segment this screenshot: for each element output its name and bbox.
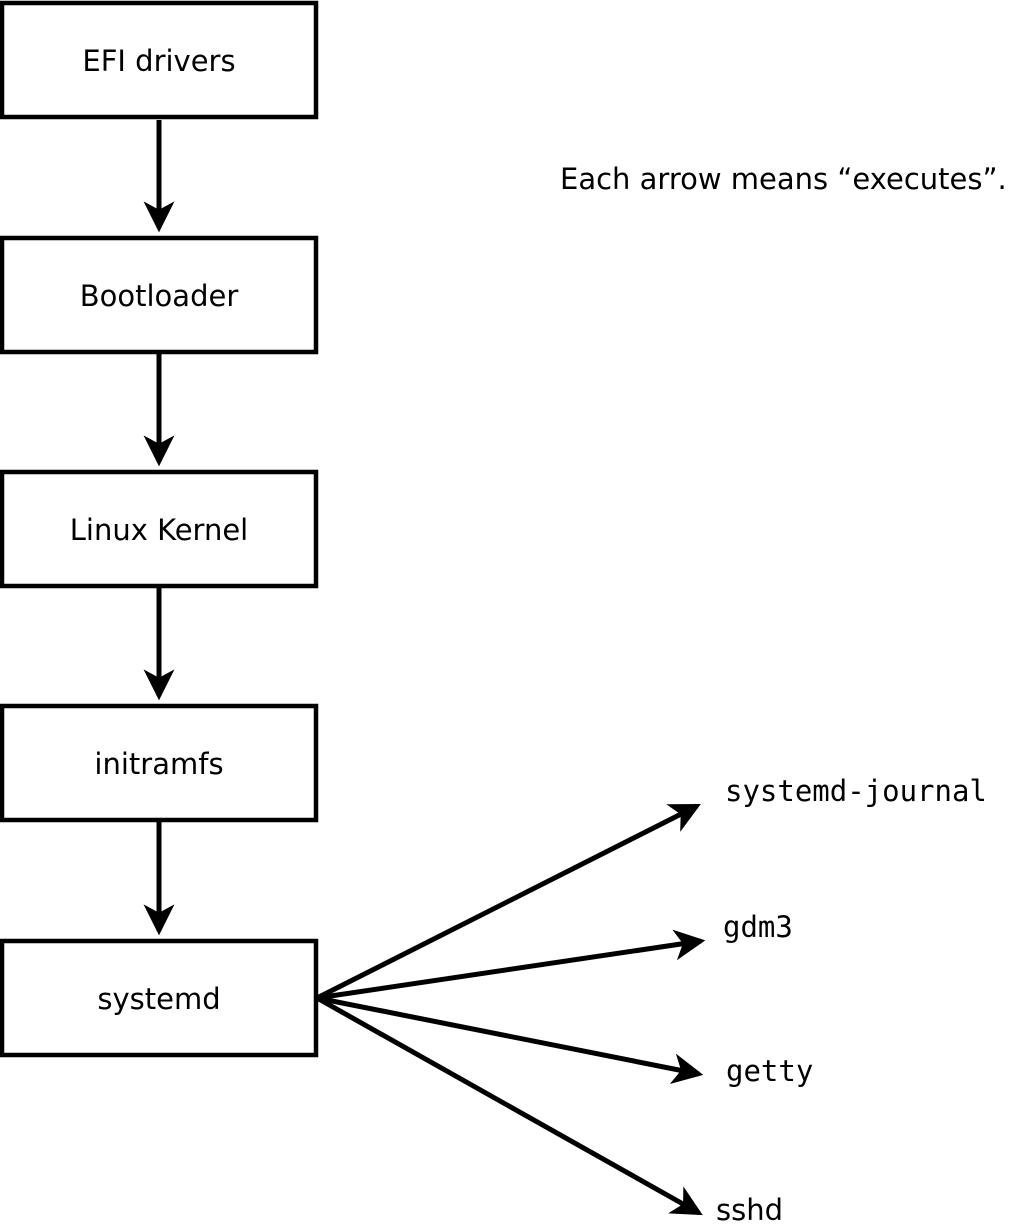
arrow-systemd-to-systemd-journal bbox=[315, 803, 701, 1001]
proc-label-systemd-journal: systemd-journal bbox=[725, 774, 987, 808]
node-systemd: systemd bbox=[0, 938, 319, 1058]
node-box-bootloader bbox=[0, 235, 319, 355]
node-efi-drivers: EFI drivers bbox=[0, 0, 319, 120]
node-label-initramfs: initramfs bbox=[94, 747, 223, 781]
node-box-linux-kernel bbox=[0, 469, 319, 589]
node-label-bootloader: Bootloader bbox=[80, 279, 239, 313]
caption-arrow-meaning: Each arrow means “executes”. bbox=[560, 162, 1007, 196]
node-initramfs: initramfs bbox=[0, 703, 319, 823]
proc-label-sshd: sshd bbox=[716, 1193, 783, 1227]
node-box-efi-drivers bbox=[0, 0, 319, 120]
node-box-systemd bbox=[0, 938, 319, 1058]
node-label-systemd: systemd bbox=[97, 982, 220, 1016]
proc-label-gdm3: gdm3 bbox=[723, 910, 793, 944]
arrow-systemd-to-getty bbox=[316, 995, 704, 1084]
node-box-initramfs bbox=[0, 703, 319, 823]
node-linux-kernel: Linux Kernel bbox=[0, 469, 319, 589]
node-label-efi-drivers: EFI drivers bbox=[82, 44, 235, 78]
arrow-systemd-to-sshd bbox=[315, 995, 703, 1216]
node-bootloader: Bootloader bbox=[0, 235, 319, 355]
arrow-systemd-to-gdm3 bbox=[316, 929, 706, 1001]
proc-label-getty: getty bbox=[726, 1054, 813, 1088]
node-label-linux-kernel: Linux Kernel bbox=[70, 513, 248, 547]
